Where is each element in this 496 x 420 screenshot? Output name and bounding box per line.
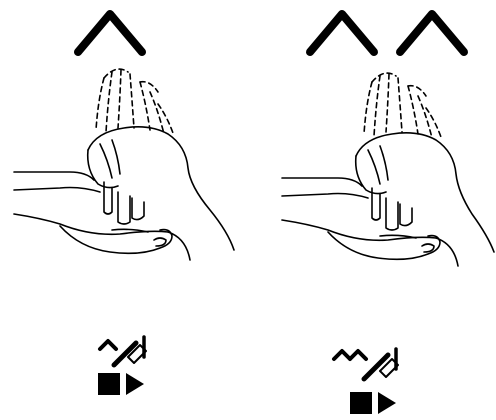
- stop-square-icon: [350, 392, 372, 414]
- chevron-up-icon: [400, 14, 464, 52]
- water-stream-icon: [96, 69, 174, 136]
- chevron-up-icon: [310, 14, 374, 52]
- play-controls: [98, 373, 144, 395]
- panel-double-intensity: [282, 14, 494, 414]
- play-triangle-icon: [378, 392, 396, 414]
- water-stream-icon: [364, 73, 442, 140]
- stop-square-icon: [98, 373, 120, 395]
- washing-hands-illustration: [14, 127, 234, 260]
- chevron-up-icon: [78, 14, 142, 52]
- washing-hands-illustration: [282, 133, 494, 266]
- hand-spray-icon: [334, 349, 398, 379]
- play-controls: [350, 392, 396, 414]
- hand-spray-icon: [100, 337, 146, 365]
- panel-single-intensity: [14, 14, 234, 395]
- play-triangle-icon: [126, 373, 144, 395]
